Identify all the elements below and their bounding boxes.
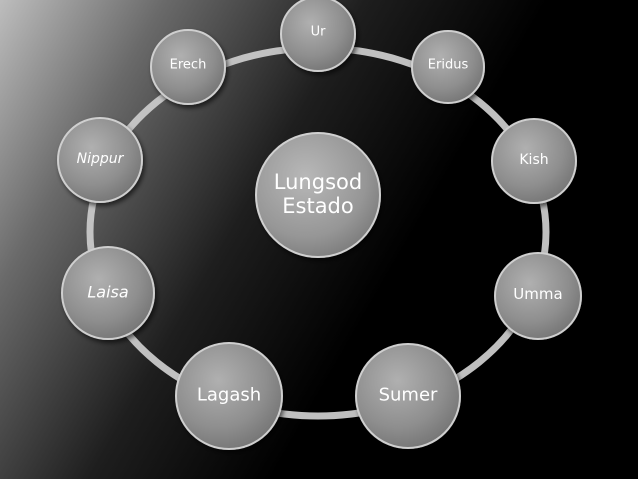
node-eridus-label: Eridus [428,58,469,73]
node-ur-label: Ur [311,25,327,40]
node-kish-circle [491,118,577,204]
node-sumer-circle [355,343,461,449]
node-erech: Erech [150,29,226,105]
node-sumer: Sumer [355,343,461,449]
node-umma: Umma [494,252,582,340]
node-lagash-label: Lagash [197,385,261,406]
node-kish: Kish [491,118,577,204]
node-laisa-label: Laisa [87,283,128,302]
node-erech-label: Erech [170,58,207,73]
node-ur: Ur [280,0,356,72]
node-lagash: Lagash [175,342,283,450]
node-nippur: Nippur [57,117,143,203]
center-label-line2: Estado [282,194,354,218]
center-label-line1: Lungsod [274,170,362,194]
center-node-circle [255,132,381,258]
node-nippur-circle [57,117,143,203]
node-ur-circle [280,0,356,72]
node-sumer-label: Sumer [379,385,438,406]
node-umma-label: Umma [513,285,562,303]
node-laisa-circle [61,246,155,340]
node-erech-circle [150,29,226,105]
node-laisa: Laisa [61,246,155,340]
center-node: Lungsod Estado [255,132,381,258]
node-eridus-circle [411,30,485,104]
node-eridus: Eridus [411,30,485,104]
node-lagash-circle [175,342,283,450]
node-nippur-label: Nippur [77,151,125,167]
node-kish-label: Kish [519,152,548,168]
node-umma-circle [494,252,582,340]
